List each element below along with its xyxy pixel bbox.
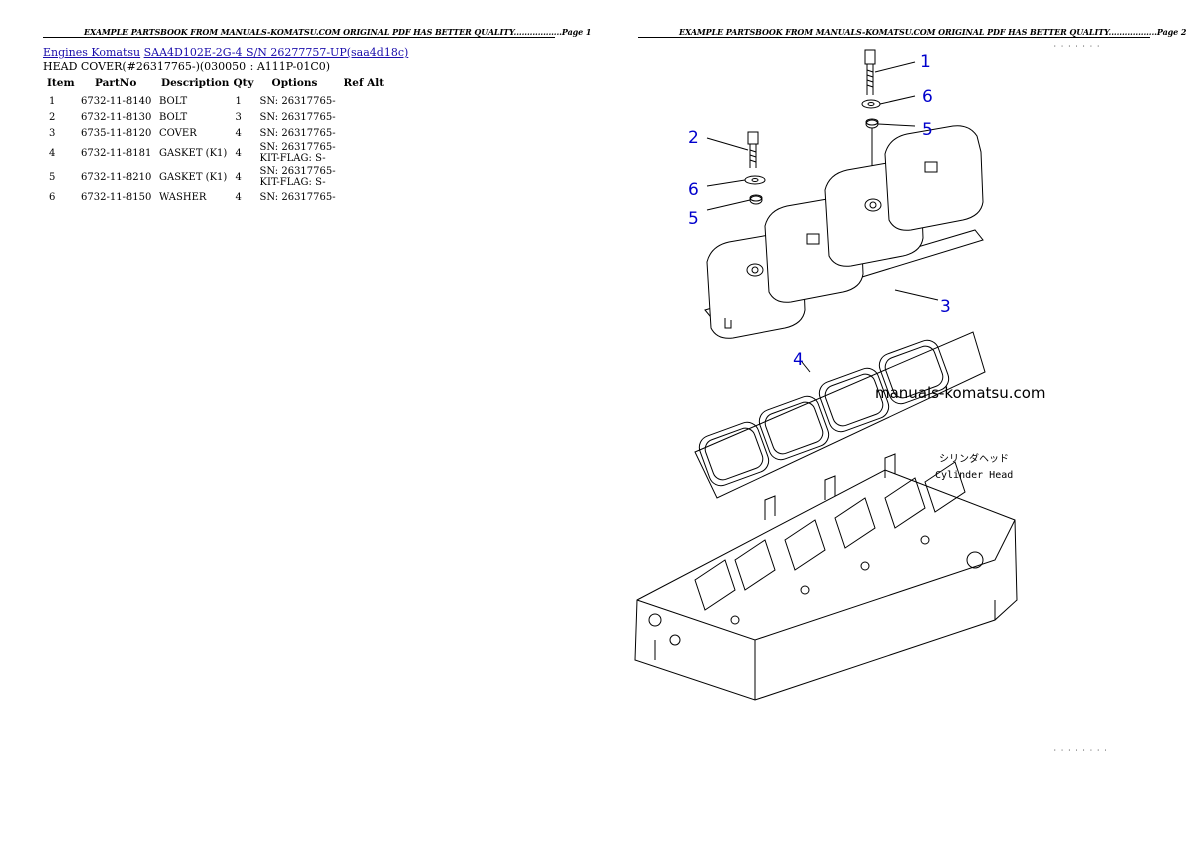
- cell-refalt: [340, 189, 389, 205]
- cell-options: SN: 26317765-: [259, 127, 336, 139]
- cell-partno: 6735-11-8120: [81, 127, 152, 139]
- cell-item: 3: [49, 127, 56, 139]
- cell-partno: 6732-11-8150: [81, 191, 152, 203]
- cell-description: COVER: [159, 127, 197, 139]
- cell-partno: 6732-11-8210: [81, 171, 152, 183]
- cell-options: SN: 26317765- KIT-FLAG: S-: [259, 166, 336, 188]
- callout-2: 2: [688, 128, 699, 148]
- cell-item: 2: [49, 111, 56, 123]
- col-header-qty: Qty: [233, 77, 254, 89]
- breadcrumb-link-engines[interactable]: Engines Komatsu: [43, 46, 141, 59]
- cell-description: GASKET (K1): [159, 171, 228, 183]
- cylinder-head: [634, 453, 1018, 701]
- table-header-row: Item PartNo Description Qty Options Ref …: [43, 77, 388, 93]
- cell-qty: 4: [235, 191, 242, 203]
- callout-4: 4: [793, 350, 804, 370]
- cell-partno: 6732-11-8181: [81, 147, 152, 159]
- section-title: HEAD COVER(#26317765-)(030050 : A111P-01…: [43, 60, 331, 73]
- callout-numbers: 1 6 5 2 6 5 3 4: [688, 52, 951, 370]
- parts-list-page: EXAMPLE PARTSBOOK FROM MANUALS-KOMATSU.C…: [43, 27, 592, 205]
- cell-partno: 6732-11-8140: [81, 95, 152, 107]
- cell-options: SN: 26317765- KIT-FLAG: S-: [259, 142, 336, 164]
- cell-options: SN: 26317765-: [259, 191, 336, 203]
- bolt-short-part: [747, 131, 759, 168]
- cell-item: 6: [49, 191, 56, 203]
- col-header-refalt: Ref Alt: [343, 77, 385, 89]
- col-header-partno: PartNo: [95, 77, 137, 89]
- table-row: 3 6735-11-8120 COVER 4 SN: 26317765-: [43, 125, 388, 141]
- head-cover-gasket: [694, 331, 986, 499]
- callout-leaders: [706, 61, 939, 373]
- drawing-top-code: · · · · · · ·: [1053, 43, 1100, 50]
- header-rule: [43, 37, 555, 38]
- page-header: EXAMPLE PARTSBOOK FROM MANUALS-KOMATSU.C…: [84, 27, 592, 37]
- cell-refalt: [340, 93, 389, 109]
- cell-item: 4: [49, 147, 56, 159]
- callout-5-left: 5: [688, 209, 699, 229]
- table-row: 1 6732-11-8140 BOLT 1 SN: 26317765-: [43, 93, 388, 109]
- cylinder-head-label-en: Cylinder Head: [935, 470, 1013, 481]
- cell-qty: 4: [235, 127, 242, 139]
- callout-6-top: 6: [922, 87, 933, 107]
- cell-qty: 1: [235, 95, 242, 107]
- col-header-description: Description: [161, 77, 230, 89]
- cell-description: BOLT: [159, 95, 188, 107]
- cell-options: SN: 26317765-: [259, 95, 336, 107]
- cell-item: 5: [49, 171, 56, 183]
- washer-left-part: [744, 175, 766, 185]
- callout-6-left: 6: [688, 180, 699, 200]
- cell-refalt: [340, 125, 389, 141]
- exploded-parts-drawing: · · · · · · · · · · · · · · ·: [634, 43, 1107, 754]
- cylinder-head-label-jp: シリンダヘッド: [939, 452, 1009, 465]
- cell-qty: 3: [235, 111, 242, 123]
- watermark-text: manuals-komatsu.com: [875, 384, 1046, 402]
- callout-1: 1: [920, 52, 931, 72]
- cell-description: BOLT: [159, 111, 188, 123]
- table-row: 2 6732-11-8130 BOLT 3 SN: 26317765-: [43, 109, 388, 125]
- callout-5-top: 5: [922, 120, 933, 140]
- washer-top-part: [861, 99, 881, 109]
- page-header: EXAMPLE PARTSBOOK FROM MANUALS-KOMATSU.C…: [679, 27, 1187, 37]
- cell-options: SN: 26317765-: [259, 111, 336, 123]
- cell-partno: 6732-11-8130: [81, 111, 152, 123]
- cell-qty: 4: [235, 171, 242, 183]
- cell-item: 1: [49, 95, 56, 107]
- bolt-long-part: [864, 49, 876, 95]
- cylinder-head-illustration: [634, 49, 1018, 701]
- parts-table: Item PartNo Description Qty Options Ref …: [43, 77, 388, 205]
- table-row: 4 6732-11-8181 GASKET (K1) 4 SN: 2631776…: [43, 141, 388, 165]
- callout-3: 3: [940, 297, 951, 317]
- cell-refalt: [340, 165, 389, 189]
- col-header-item: Item: [47, 77, 75, 89]
- table-row: 6 6732-11-8150 WASHER 4 SN: 26317765-: [43, 189, 388, 205]
- drawing-bottom-code: · · · · · · · ·: [1053, 747, 1107, 754]
- cell-refalt: [340, 109, 389, 125]
- cell-qty: 4: [235, 147, 242, 159]
- breadcrumb: Engines Komatsu SAA4D102E-2G-4 S/N 26277…: [43, 46, 408, 59]
- head-cover-part: [884, 125, 984, 231]
- breadcrumb-link-model[interactable]: SAA4D102E-2G-4 S/N 26277757-UP(saa4d18c): [143, 46, 409, 59]
- cell-refalt: [340, 141, 389, 165]
- col-header-options: Options: [271, 77, 318, 89]
- header-rule: [638, 37, 1150, 38]
- cell-description: WASHER: [159, 191, 207, 203]
- cell-description: GASKET (K1): [159, 147, 228, 159]
- diagram-page: EXAMPLE PARTSBOOK FROM MANUALS-KOMATSU.C…: [595, 0, 1190, 842]
- table-row: 5 6732-11-8210 GASKET (K1) 4 SN: 2631776…: [43, 165, 388, 189]
